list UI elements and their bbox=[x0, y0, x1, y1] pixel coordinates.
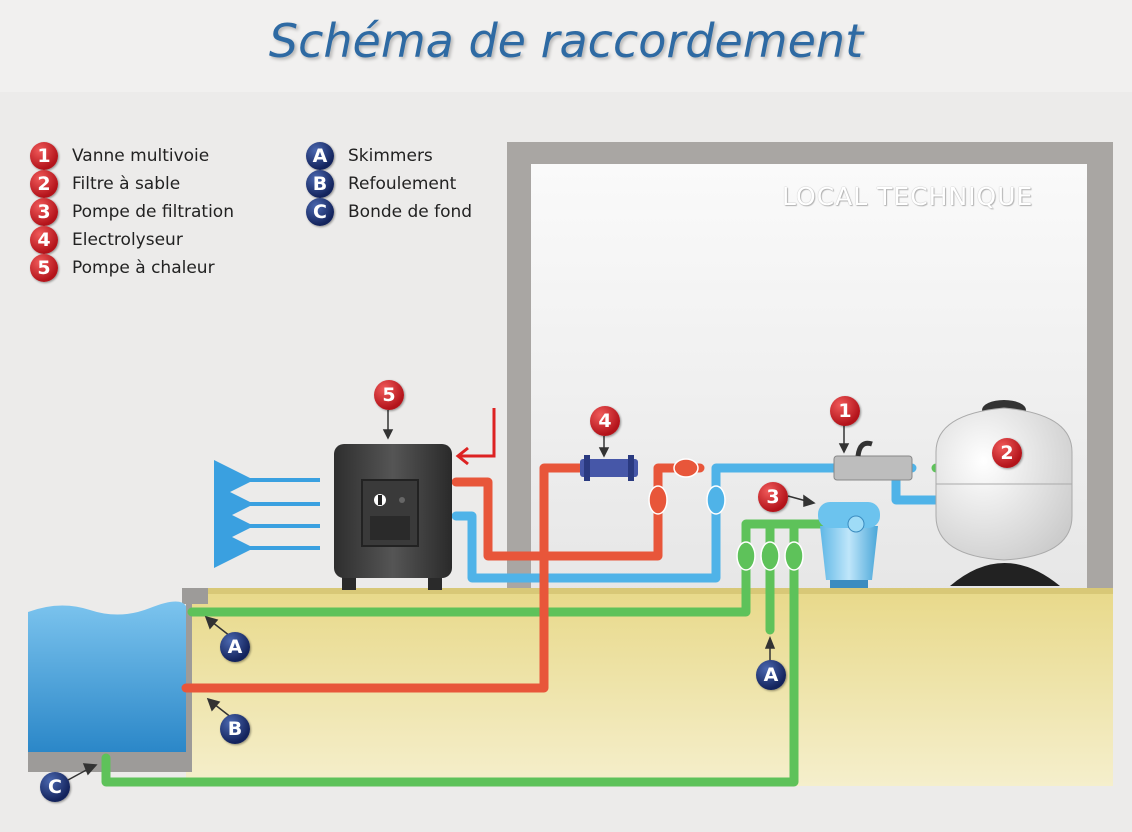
legend-item: A Skimmers bbox=[306, 142, 472, 170]
legend-label: Electrolyseur bbox=[72, 230, 183, 250]
legend-label: Refoulement bbox=[348, 174, 457, 194]
badge-b: B bbox=[306, 170, 334, 198]
legend-label: Pompe de filtration bbox=[72, 202, 234, 222]
multiport-valve bbox=[833, 440, 913, 481]
legend-item: 1 Vanne multivoie bbox=[30, 142, 234, 170]
legend-item: C Bonde de fond bbox=[306, 198, 472, 226]
callout-multiport-valve: 1 bbox=[830, 396, 860, 426]
callout-arrows bbox=[67, 410, 850, 781]
legend-item: B Refoulement bbox=[306, 170, 472, 198]
callout-return: B bbox=[220, 714, 250, 744]
badge-4: 4 bbox=[30, 226, 58, 254]
hot-pipes bbox=[181, 463, 705, 693]
check-valves bbox=[648, 458, 804, 571]
callout-main-drain: C bbox=[40, 772, 70, 802]
filtration-pump bbox=[818, 502, 880, 588]
legend-item: 4 Electrolyseur bbox=[30, 226, 234, 254]
page-title: Schéma de raccordement bbox=[268, 14, 864, 68]
legend-item: 2 Filtre à sable bbox=[30, 170, 234, 198]
callout-filtration-pump: 3 bbox=[758, 482, 788, 512]
badge-c: C bbox=[306, 198, 334, 226]
legend-label: Skimmers bbox=[348, 146, 433, 166]
title-bar bbox=[0, 0, 1132, 92]
sand-filter bbox=[935, 400, 1073, 586]
legend-label: Vanne multivoie bbox=[72, 146, 210, 166]
legend-label: Filtre à sable bbox=[72, 174, 181, 194]
badge-2: 2 bbox=[30, 170, 58, 198]
inlet-arrow bbox=[455, 408, 496, 466]
callout-skimmer-pool: A bbox=[220, 632, 250, 662]
pool bbox=[28, 588, 208, 772]
legend-item: 3 Pompe de filtration bbox=[30, 198, 234, 226]
legend-connections: A Skimmers B Refoulement C Bonde de fond bbox=[306, 142, 472, 226]
callout-electrolyser: 4 bbox=[590, 406, 620, 436]
callout-sand-filter: 2 bbox=[992, 438, 1022, 468]
callout-heat-pump: 5 bbox=[374, 380, 404, 410]
badge-a: A bbox=[306, 142, 334, 170]
room-label: LOCAL TECHNIQUE bbox=[782, 182, 1034, 211]
legend-label: Bonde de fond bbox=[348, 202, 473, 222]
legend-item: 5 Pompe à chaleur bbox=[30, 254, 234, 282]
heat-pump bbox=[334, 444, 452, 590]
legend-label: Pompe à chaleur bbox=[72, 258, 215, 278]
callout-skimmer-room: A bbox=[756, 660, 786, 690]
badge-1: 1 bbox=[30, 142, 58, 170]
badge-3: 3 bbox=[30, 198, 58, 226]
badge-5: 5 bbox=[30, 254, 58, 282]
airflow-arrows bbox=[214, 460, 320, 568]
electrolyser bbox=[580, 455, 638, 481]
